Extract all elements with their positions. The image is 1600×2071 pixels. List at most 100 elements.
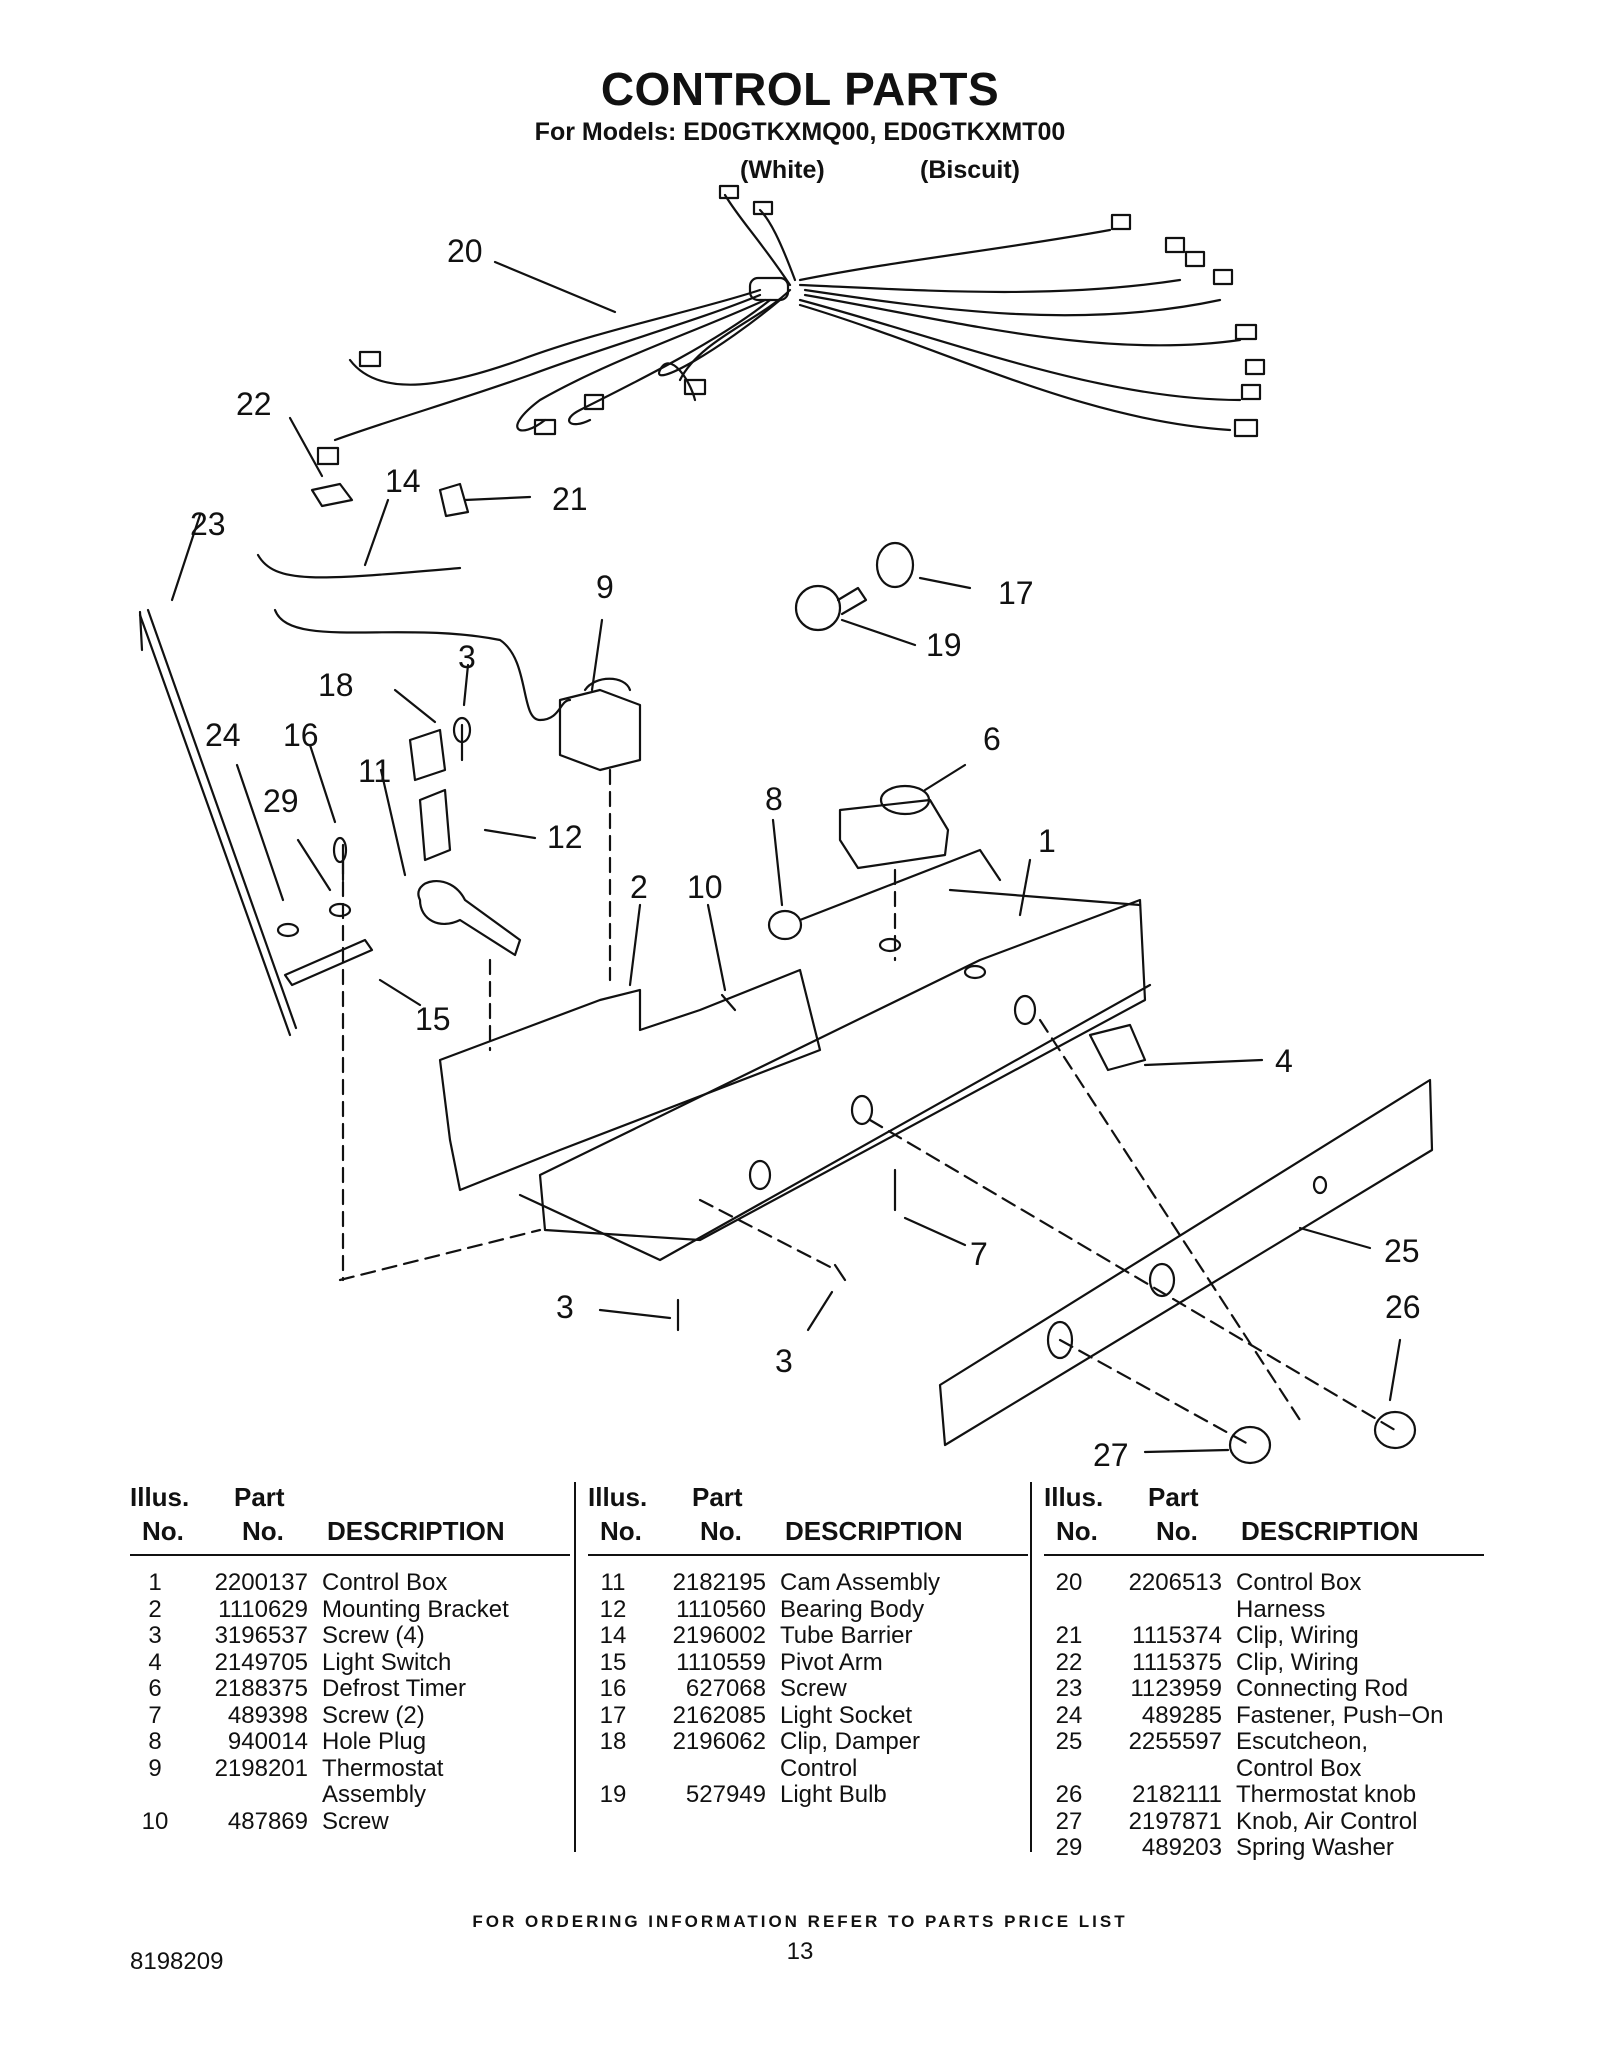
illus-number: 14 xyxy=(599,1622,627,1649)
illus-number: 11 xyxy=(600,1569,626,1596)
part-number: 2162085 xyxy=(672,1701,766,1729)
part-number: 1110629 xyxy=(218,1595,308,1623)
illus-number: 20 xyxy=(1055,1569,1083,1596)
part-description: Screw (4) xyxy=(322,1622,425,1649)
callout-24: 24 xyxy=(205,717,241,753)
illus-number: 10 xyxy=(141,1807,169,1835)
part-description: Cam Assembly xyxy=(780,1569,941,1596)
callout-26: 26 xyxy=(1385,1289,1421,1325)
part-number: 2196062 xyxy=(672,1728,766,1755)
callout-19: 19 xyxy=(926,627,962,663)
part-description: Defrost Timer xyxy=(322,1675,467,1702)
column-divider xyxy=(1030,1482,1032,1852)
illus-number: 29 xyxy=(1055,1834,1083,1861)
part-description: Control Box xyxy=(322,1569,448,1596)
illus-number: 18 xyxy=(599,1728,627,1755)
parts-row: 18 2196062 Clip, Damper Control xyxy=(588,1728,1028,1782)
callout-18: 18 xyxy=(318,667,354,703)
illus-number: 21 xyxy=(1055,1622,1083,1649)
illus-number: 7 xyxy=(148,1701,162,1729)
part-description: Screw xyxy=(322,1807,389,1835)
part-number: 2182111 xyxy=(1132,1781,1222,1808)
part-description: Spring Washer xyxy=(1236,1834,1394,1861)
illus-number: 19 xyxy=(599,1781,627,1808)
part-number: 940014 xyxy=(227,1728,308,1755)
callout-27: 27 xyxy=(1093,1437,1129,1470)
parts-row: 21 1115374 Clip, Wiring xyxy=(1044,1622,1484,1650)
callout-11: 11 xyxy=(358,753,391,789)
callout-23: 23 xyxy=(190,506,226,542)
callout-3-a: 3 xyxy=(458,639,476,675)
part-number: 2206513 xyxy=(1128,1569,1222,1596)
part-description: Light Socket xyxy=(780,1701,913,1729)
part-number: 2149705 xyxy=(214,1648,308,1676)
illus-number: 2 xyxy=(148,1595,162,1623)
ordering-footer: FOR ORDERING INFORMATION REFER TO PARTS … xyxy=(472,1912,1128,1931)
callout-22: 22 xyxy=(236,386,272,422)
part-description: Clip, Wiring xyxy=(1236,1622,1359,1649)
models-subtitle: For Models: ED0GTKXMQ00, ED0GTKXMT00 xyxy=(534,118,1066,146)
part-description: Hole Plug xyxy=(322,1728,427,1755)
callout-12: 12 xyxy=(547,819,583,855)
illus-number: 26 xyxy=(1055,1781,1083,1808)
illus-number: 12 xyxy=(599,1595,627,1623)
illus-number: 27 xyxy=(1055,1807,1083,1835)
part-number: 1110560 xyxy=(676,1595,766,1623)
callout-8: 8 xyxy=(765,781,783,817)
color-white-label: (White) xyxy=(740,156,825,184)
part-description: Pivot Arm xyxy=(780,1648,883,1676)
callout-9: 9 xyxy=(596,569,614,605)
wire-harness xyxy=(316,184,1266,466)
parts-row: 8 940014 Hole Plug xyxy=(130,1728,570,1756)
part-number: 2200137 xyxy=(214,1569,308,1596)
part-number: 2196002 xyxy=(672,1622,766,1649)
illus-number: 24 xyxy=(1055,1701,1083,1729)
parts-row: 11 2182195 Cam Assembly xyxy=(588,1569,1028,1597)
exploded-parts-diagram: 20 22 14 21 23 9 17 19 3 18 24 16 6 11 2… xyxy=(138,184,1434,1470)
part-description: Clip, Damper Control xyxy=(780,1728,921,1782)
illus-number: 15 xyxy=(599,1648,627,1676)
parts-table-header: Illus. No. Part No. DESCRIPTION xyxy=(588,1482,1028,1556)
callout-21: 21 xyxy=(552,481,588,517)
callout-20: 20 xyxy=(447,233,483,269)
illus-number: 3 xyxy=(148,1622,162,1649)
part-number: 627068 xyxy=(685,1675,766,1702)
page-number: 13 xyxy=(786,1938,814,1965)
part-number: 2182195 xyxy=(672,1569,766,1596)
part-description: Knob, Air Control xyxy=(1236,1807,1418,1835)
part-number: 1115374 xyxy=(1132,1622,1222,1649)
parts-rows: 20 2206513 Control Box Harness 21 1115374 Cli… xyxy=(1044,1569,1484,1862)
part-description: Control Box Harness xyxy=(1236,1569,1362,1623)
part-description: Fastener, Push−On xyxy=(1236,1701,1444,1729)
illus-number: 8 xyxy=(148,1728,162,1755)
part-number: 1123959 xyxy=(1130,1675,1222,1702)
callout-3-b: 3 xyxy=(556,1289,574,1325)
callout-14: 14 xyxy=(385,463,421,499)
callout-4: 4 xyxy=(1275,1043,1293,1079)
part-number: 2188375 xyxy=(214,1675,308,1702)
part-number: 2197871 xyxy=(1128,1807,1222,1835)
part-description: Screw (2) xyxy=(322,1701,425,1729)
callout-7: 7 xyxy=(970,1236,988,1272)
parts-table-header: Illus. No. Part No. DESCRIPTION xyxy=(1044,1482,1484,1556)
column-divider xyxy=(574,1482,576,1852)
illus-number: 22 xyxy=(1055,1648,1083,1676)
part-number: 489285 xyxy=(1141,1701,1222,1729)
